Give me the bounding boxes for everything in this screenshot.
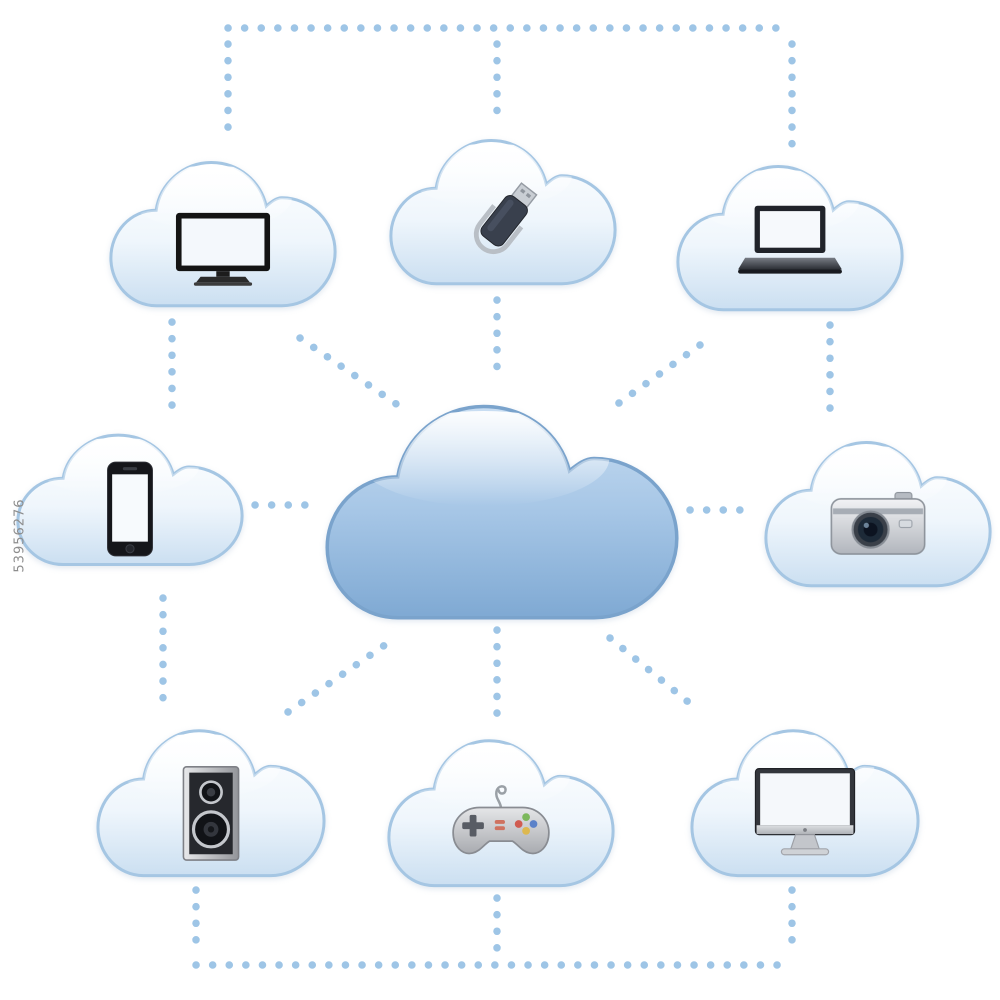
- connector-tv-to-central: [296, 334, 409, 414]
- central-cloud-gloss: [357, 411, 610, 506]
- watermark-id: 53956276: [12, 498, 28, 573]
- connector-laptop-to-central: [608, 341, 704, 412]
- connector-monitor-to-central: [606, 634, 702, 714]
- usb-cloud-gloss: [410, 143, 572, 208]
- camera-icon: [830, 491, 926, 556]
- clouds-layer: [18, 141, 990, 886]
- gamepad-cloud-gloss: [408, 743, 570, 809]
- speaker-icon: [181, 765, 241, 862]
- central-cloud: [327, 406, 677, 617]
- smartphone-icon: [107, 461, 153, 557]
- connector-speaker-to-central: [284, 634, 399, 716]
- dotted-connections-layer: [159, 24, 834, 969]
